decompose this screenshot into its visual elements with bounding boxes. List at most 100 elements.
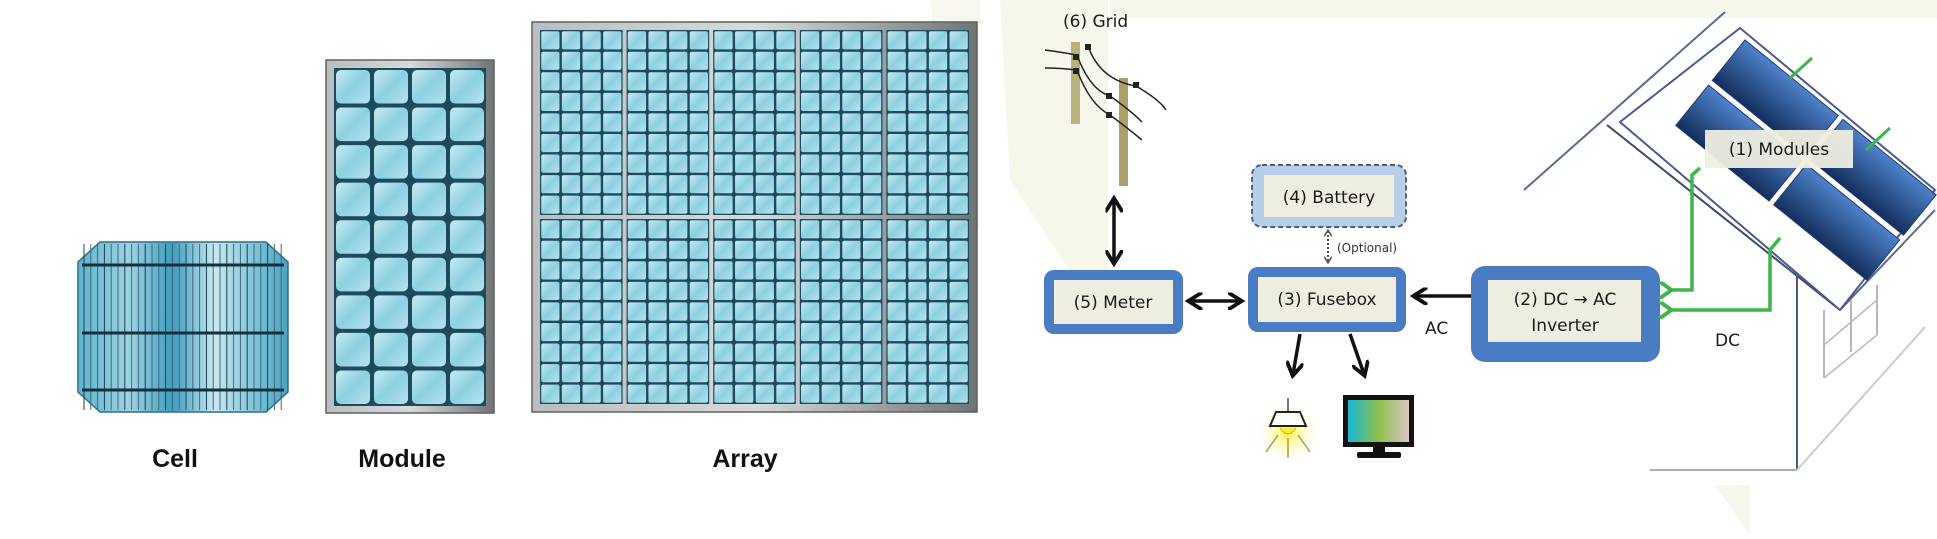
array-cell [842,72,861,91]
array-cell [648,133,667,153]
array-cell [801,113,820,132]
array-cell [776,261,795,280]
array-cell [669,31,688,50]
module-cell [412,257,446,292]
array-cell [669,384,688,403]
array-cell [603,220,622,239]
array-cell [887,384,906,403]
array-cell [582,364,601,383]
array-cell [582,113,601,132]
array-cell [755,92,774,112]
solar-panel-icon [1618,26,1937,312]
array-cell [928,220,948,239]
array-cell [862,384,882,403]
array-cell [735,343,754,362]
array-cell [842,133,861,153]
battery-node[interactable]: (4) Battery [1251,164,1407,228]
array-cell [801,384,820,403]
array-cell [603,113,622,132]
array-cell [561,154,581,173]
array-cell [541,384,560,403]
array-cell [689,72,708,91]
array-cell [689,195,708,214]
array-cell [801,51,820,70]
array-cell [949,92,968,112]
array-cell [887,322,906,342]
array-cell [735,92,754,112]
array-cell [776,195,795,214]
array-cell [842,113,861,132]
module-cell [336,182,370,217]
array-cell [603,281,622,301]
array-cell [735,72,754,91]
array-cell [603,384,622,403]
fusebox-node[interactable]: (3) Fusebox [1248,267,1406,332]
inverter-node[interactable]: (2) DC → AC Inverter [1471,266,1660,362]
array-cell [648,154,667,173]
modules-node[interactable]: (1) Modules [1705,130,1853,168]
module-cell [450,332,484,367]
array-cell [541,133,560,153]
array-cell [689,240,708,259]
array-cell [842,220,861,239]
array-cell [776,343,795,362]
array-cell [669,175,688,194]
array-cell [689,175,708,194]
array-cell [735,384,754,403]
array-cell [821,154,840,173]
array-cell [928,92,948,112]
array-cell [582,261,601,280]
module-cell [412,70,446,104]
array-cell [949,240,968,259]
array-cell [627,261,647,280]
array-cell [842,175,861,194]
array-cell [714,154,733,173]
array-cell [689,384,708,403]
array-cell [776,133,795,153]
solar-cell-illustration [77,241,289,413]
array-cell [821,92,840,112]
array-cell [887,113,906,132]
array-cell [714,343,733,362]
array-cell [541,220,560,239]
array-cell [928,113,948,132]
array-cell [821,220,840,239]
module-cell [450,182,484,217]
array-cell [541,261,560,280]
array-cell [776,154,795,173]
array-cell [541,175,560,194]
solar-module-illustration [325,59,495,414]
array-cell [821,240,840,259]
array-cell [887,92,906,112]
array-cell [842,154,861,173]
array-cell [862,302,882,321]
grid-label: (6) Grid [1063,12,1128,32]
array-cell [755,175,774,194]
array-cell [862,220,882,239]
array-cell [908,72,927,91]
array-cell [541,240,560,259]
array-cell [821,261,840,280]
array-cell [669,195,688,214]
array-cell [949,302,968,321]
array-cell [801,281,820,301]
array-cell [735,261,754,280]
meter-node[interactable]: (5) Meter [1044,270,1183,334]
array-cell [561,343,581,362]
array-cell [627,322,647,342]
array-cell [908,261,927,280]
meter-label: (5) Meter [1074,293,1153,313]
array-cell [735,364,754,383]
array-cell [714,195,733,214]
array-cell [648,322,667,342]
array-cell [689,261,708,280]
array-cell [887,302,906,321]
array-cell [627,31,647,50]
array-cell [648,261,667,280]
array-cell [776,113,795,132]
module-cell [374,332,408,367]
array-cell [627,220,647,239]
array-cell [755,281,774,301]
array-cell [949,154,968,173]
